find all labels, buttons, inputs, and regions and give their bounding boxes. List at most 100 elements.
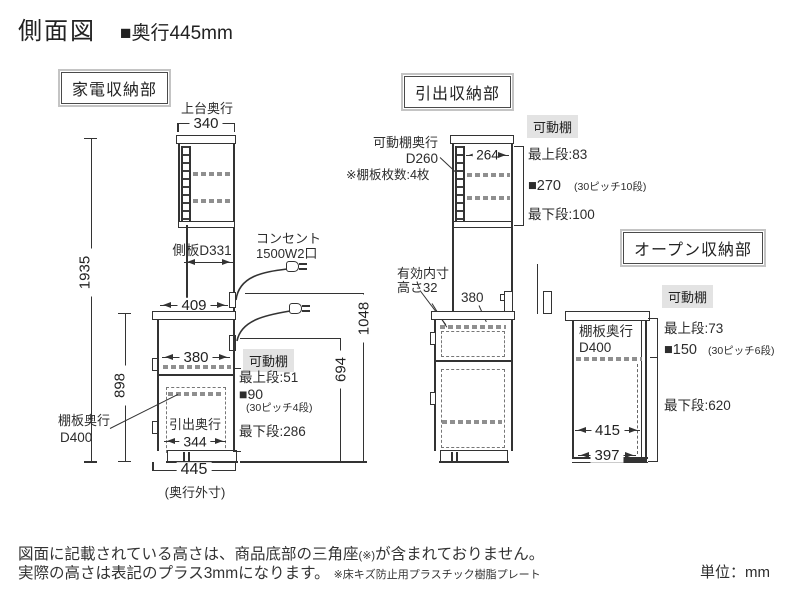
floor-reference-line bbox=[240, 461, 367, 463]
power-plug-icon bbox=[289, 303, 302, 314]
base-detail-line bbox=[183, 452, 185, 461]
base-bottom-line bbox=[439, 461, 509, 463]
hutch-right-wall bbox=[233, 143, 235, 313]
dim-340: 340 bbox=[189, 115, 223, 131]
shelf-depth-label-1: 棚板奥行 bbox=[579, 324, 633, 339]
dim-1935-line bbox=[91, 138, 92, 462]
footer-note-line2: 実際の高さは表記のプラス3mmになります。 ※床キズ防止用プラスチック樹脂プレー… bbox=[18, 565, 541, 583]
shelf-pitch: ■270 bbox=[528, 178, 561, 194]
outlet-box bbox=[229, 335, 236, 351]
plug-prong bbox=[299, 268, 307, 270]
shelf-depth-label-1: 棚板奥行 bbox=[58, 413, 111, 428]
dim-344: 344 bbox=[179, 434, 211, 449]
dim-1935-tick-top bbox=[84, 138, 97, 139]
base-detail-line bbox=[188, 452, 190, 461]
footer-line1-a: 図面に記載されている高さは、商品底部の三角座 bbox=[18, 546, 359, 563]
compartment-divider bbox=[435, 360, 513, 362]
shelf-bracket-line bbox=[233, 368, 234, 386]
back-panel-dashed bbox=[637, 364, 638, 454]
movable-shelf-badge: 可動棚 bbox=[243, 349, 295, 372]
dim-415-arrow: 415 bbox=[575, 422, 640, 438]
shelf-pitch-note: (30ピッチ6段) bbox=[708, 345, 775, 357]
dim-1935: 1935 bbox=[76, 248, 94, 297]
slot-row bbox=[440, 325, 506, 329]
dim-1935-tick-bottom bbox=[84, 461, 97, 463]
outlet-label-1: コンセント bbox=[256, 231, 322, 246]
base-detail-line bbox=[451, 452, 453, 461]
dim-1048: 1048 bbox=[355, 294, 373, 343]
outlet-label-2: 1500W2口 bbox=[256, 246, 318, 261]
shelf-bracket-tick bbox=[233, 451, 241, 452]
outlet-box bbox=[229, 292, 236, 308]
dim-344-arrow: 344 bbox=[164, 434, 226, 449]
slot-label-1: 有効内寸 bbox=[397, 266, 450, 281]
section-header-open: オープン収納部 bbox=[619, 229, 767, 267]
shelf-row bbox=[442, 420, 502, 424]
drawer-depth-label: 引出奥行 bbox=[168, 417, 222, 433]
hutch-door-hatch bbox=[455, 146, 465, 221]
hutch-left-wall bbox=[178, 143, 180, 223]
shelf-pitch: ■90 bbox=[239, 386, 264, 402]
dim-264: 264 bbox=[472, 149, 503, 163]
dim-409: 409 bbox=[177, 297, 211, 313]
open-right-wall-inner bbox=[641, 321, 642, 457]
footer-line1-small: (※) bbox=[358, 550, 376, 562]
shelf-depth-label-1: 可動棚奥行 bbox=[372, 135, 438, 150]
shelf-pitch-note: (30ピッチ10段) bbox=[574, 181, 647, 193]
page-title: 側面図 ■奥行445mm bbox=[18, 18, 233, 46]
shelf-depth-label-2: D400 bbox=[60, 430, 93, 445]
hutch-left-wall bbox=[452, 143, 454, 313]
lower-left-wall bbox=[434, 320, 436, 451]
hutch-shelf-row bbox=[193, 199, 231, 203]
compartment-divider bbox=[158, 374, 234, 376]
dim-397-arrow: 397 bbox=[578, 447, 636, 463]
dim-898-tick-bottom bbox=[118, 461, 131, 462]
shelf-bottom-pos: 最下段:100 bbox=[528, 207, 595, 222]
shelf-bottom-pos: 最下段:620 bbox=[664, 398, 731, 413]
counter-top bbox=[565, 311, 650, 321]
dim-380-mid: 380 bbox=[461, 290, 484, 305]
dim-397: 397 bbox=[590, 447, 624, 463]
dim-694-tick-top bbox=[240, 338, 340, 339]
shelf-count-note: ※棚板枚数:4枚 bbox=[346, 168, 430, 182]
hutch-door-hatch bbox=[181, 146, 191, 221]
title-main: 側面図 bbox=[18, 18, 96, 45]
shelf-bracket-tick bbox=[514, 225, 524, 226]
hutch-right-wall bbox=[511, 143, 513, 313]
dim-898-tick-top bbox=[118, 313, 131, 314]
open-right-wall bbox=[645, 321, 647, 462]
hutch-bottom-panel bbox=[178, 221, 235, 228]
shelf-top-pos: 最上段:83 bbox=[528, 147, 588, 162]
plug-prong bbox=[299, 263, 307, 265]
shelf-bracket-line bbox=[233, 434, 234, 452]
dim-380-arrow: 380 bbox=[162, 349, 230, 365]
hutch-top-panel bbox=[450, 135, 514, 144]
footer-line2-a: 実際の高さは表記のプラス3mmになります。 bbox=[18, 565, 330, 582]
shelf-bracket-tick bbox=[233, 368, 241, 369]
lower-right-wall bbox=[511, 320, 513, 451]
drawer-front-tab bbox=[430, 392, 436, 405]
hutch-shelf-row bbox=[467, 173, 510, 177]
dim-409-arrow: 409 bbox=[160, 297, 228, 313]
dim-415: 415 bbox=[590, 422, 625, 438]
shelf-top-pos: 最上段:73 bbox=[664, 321, 724, 336]
shelf-bracket-line bbox=[523, 146, 524, 226]
plug-prong bbox=[302, 305, 310, 307]
power-cord bbox=[235, 268, 288, 301]
movable-shelf-row bbox=[163, 365, 231, 369]
side-panel-label: 側板D331 bbox=[172, 243, 232, 258]
shelf-bracket-tick bbox=[650, 357, 658, 358]
dim-1048-tick-top bbox=[245, 293, 363, 294]
counter-top bbox=[152, 311, 236, 320]
shelf-bottom-pos: 最下段:286 bbox=[239, 424, 306, 439]
outlet-box bbox=[543, 291, 552, 314]
footer-note-line1: 図面に記載されている高さは、商品底部の三角座 (※) が含まれておりません。 bbox=[18, 546, 544, 564]
hutch-top-panel bbox=[176, 135, 236, 144]
drawer-outline-dashed bbox=[441, 369, 505, 448]
power-plug-icon bbox=[286, 261, 299, 272]
shelf-pitch: ■150 bbox=[664, 342, 697, 358]
shelf-top-pos: 最上段:51 bbox=[239, 370, 299, 385]
title-depth-note: ■奥行445mm bbox=[120, 23, 233, 44]
power-cord bbox=[236, 310, 291, 342]
dim-445-bracket: 445 bbox=[152, 462, 236, 479]
